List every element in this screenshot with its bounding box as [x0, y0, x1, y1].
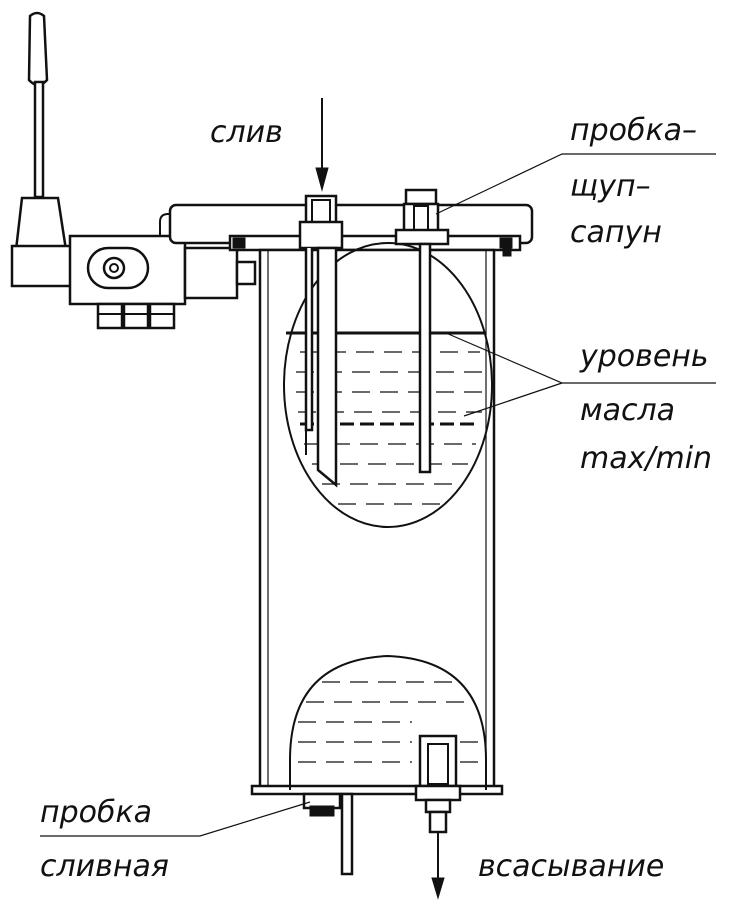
label-plug-line1: пробка–: [570, 113, 697, 148]
oil-hatching-lower: [298, 681, 482, 763]
label-drain-plug-line2: сливная: [40, 849, 169, 884]
valve-body-left: [10, 244, 76, 288]
label-plug-line2: щуп–: [570, 169, 651, 204]
lever-rod: [33, 80, 45, 199]
label-level-line3: max/min: [580, 441, 712, 476]
labels: слив пробка– щуп– сапун уровень масла ma…: [40, 113, 712, 884]
lever-boot: [14, 196, 68, 252]
label-level-line1: уровень: [579, 339, 709, 374]
valve-fitting: [96, 302, 124, 330]
leader-oil-level-min: [463, 382, 563, 417]
drain-plug: [302, 792, 354, 876]
leader-drain-plug: [40, 801, 311, 837]
label-drain-plug-line1: пробка: [40, 795, 152, 830]
label-level-line2: масла: [580, 393, 675, 428]
oil-section-upper: [283, 242, 493, 528]
oil-section-lower: [289, 654, 487, 790]
tank-bottom: [250, 784, 504, 796]
oil-tank: [168, 188, 534, 876]
valve-bolt: [102, 256, 126, 280]
dipstick-rod: [418, 242, 432, 474]
suction-fitting: [414, 734, 462, 834]
leader-dipstick: [435, 153, 716, 215]
valve-end-block: [183, 246, 239, 300]
tank-body: [258, 248, 496, 792]
label-plug-line3: сапун: [570, 215, 662, 250]
label-drain: слив: [210, 115, 283, 150]
label-suction: всасывание: [478, 849, 664, 884]
lever-grip: [27, 11, 49, 87]
return-pipe: [298, 194, 344, 488]
control-valve-lever: [10, 11, 300, 330]
annotation-lines: [40, 98, 716, 900]
dipstick-breather: [394, 188, 450, 474]
